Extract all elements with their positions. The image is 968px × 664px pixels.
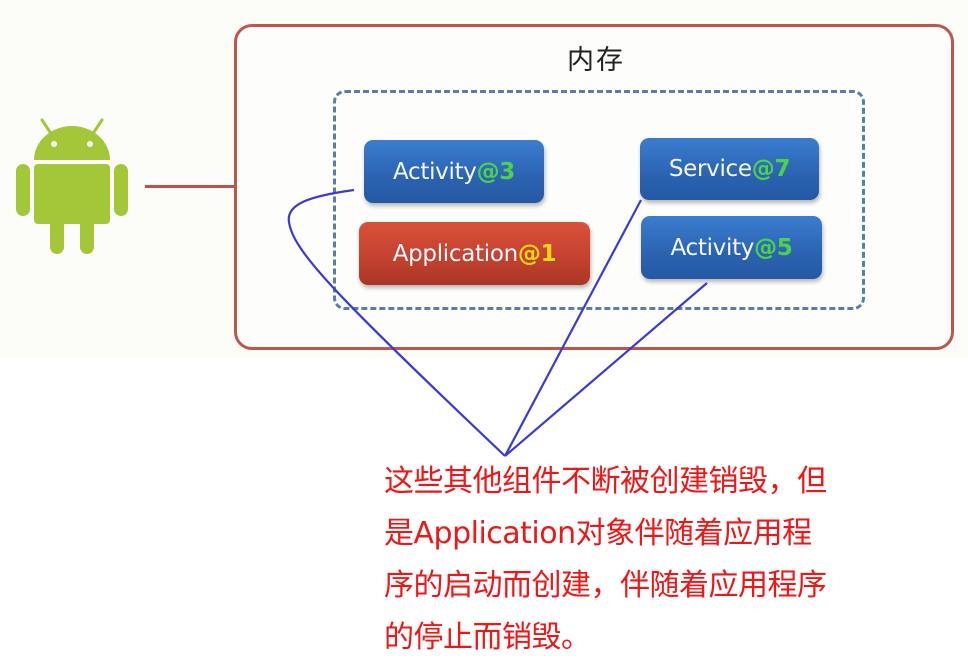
annotation-line: 的停止而销毁。 <box>384 620 591 655</box>
device-memory-connector <box>145 185 237 188</box>
component-application-1: Application@1 <box>359 222 590 285</box>
annotation-line: 是Application对象伴随着应用程 <box>384 516 812 551</box>
annotation-text: 这些其他组件不断被创建销毁，但 是Application对象伴随着应用程 序的启… <box>384 456 844 664</box>
android-robot-icon <box>16 118 128 254</box>
annotation-line: 序的启动而创建，伴随着应用程序 <box>384 568 827 603</box>
component-activity-3: Activity@3 <box>364 140 544 203</box>
component-name: Application <box>392 240 519 267</box>
component-service-7: Service@7 <box>640 138 819 200</box>
component-name: Service <box>668 156 752 182</box>
component-ref: @3 <box>476 158 516 185</box>
memory-label: 内存 <box>567 45 625 76</box>
annotation-line: 这些其他组件不断被创建销毁，但 <box>384 464 827 499</box>
component-activity-5: Activity@5 <box>641 216 822 279</box>
component-ref: @7 <box>751 156 791 182</box>
component-ref: @1 <box>517 240 557 267</box>
component-name: Activity <box>670 234 755 261</box>
component-name: Activity <box>392 158 477 185</box>
component-ref: @5 <box>754 234 793 261</box>
